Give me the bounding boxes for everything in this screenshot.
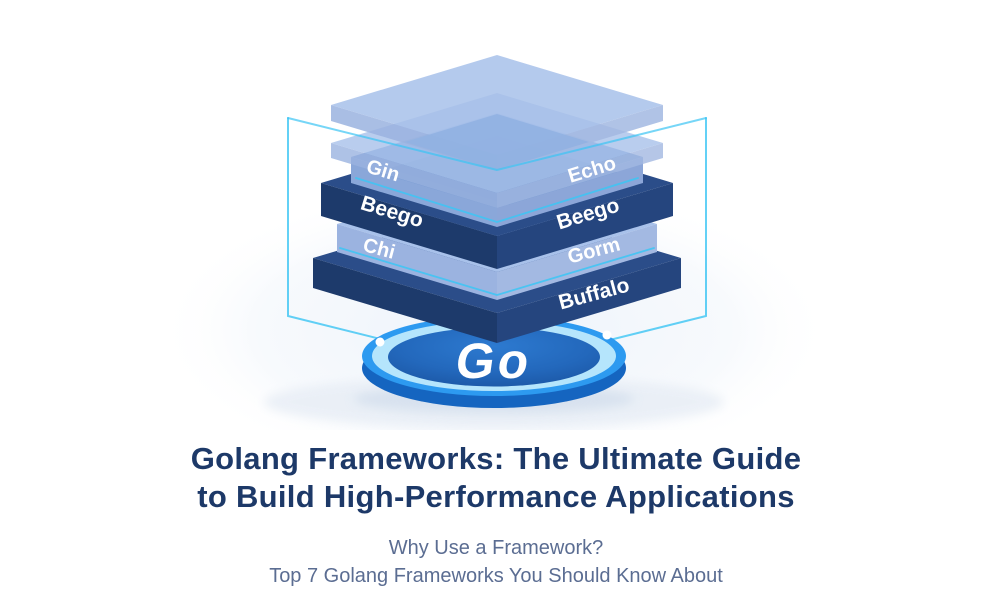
page-title-line2: to Build High-Performance Applications	[197, 479, 795, 514]
ring-dot-right	[602, 330, 612, 340]
section-line-lower	[339, 247, 655, 296]
page-title: Golang Frameworks: The Ultimate Guide to…	[0, 440, 992, 516]
section-line-upper	[355, 177, 639, 223]
wireframe-top-edge	[287, 117, 707, 171]
stack-illustration: Go	[154, 55, 834, 430]
page-subtitle: Why Use a Framework? Top 7 Golang Framew…	[0, 534, 992, 590]
ring-dot-left	[375, 337, 385, 347]
page-subtitle-line1: Why Use a Framework?	[388, 537, 604, 559]
page-title-line1: Golang Frameworks: The Ultimate Guide	[190, 441, 802, 476]
go-platform: Go	[362, 316, 626, 408]
layer-cover-top	[331, 55, 663, 171]
page-subtitle-line2: Top 7 Golang Frameworks You Should Know …	[269, 565, 723, 587]
cover-inner-diamond	[405, 114, 589, 170]
go-label: Go	[452, 333, 535, 389]
